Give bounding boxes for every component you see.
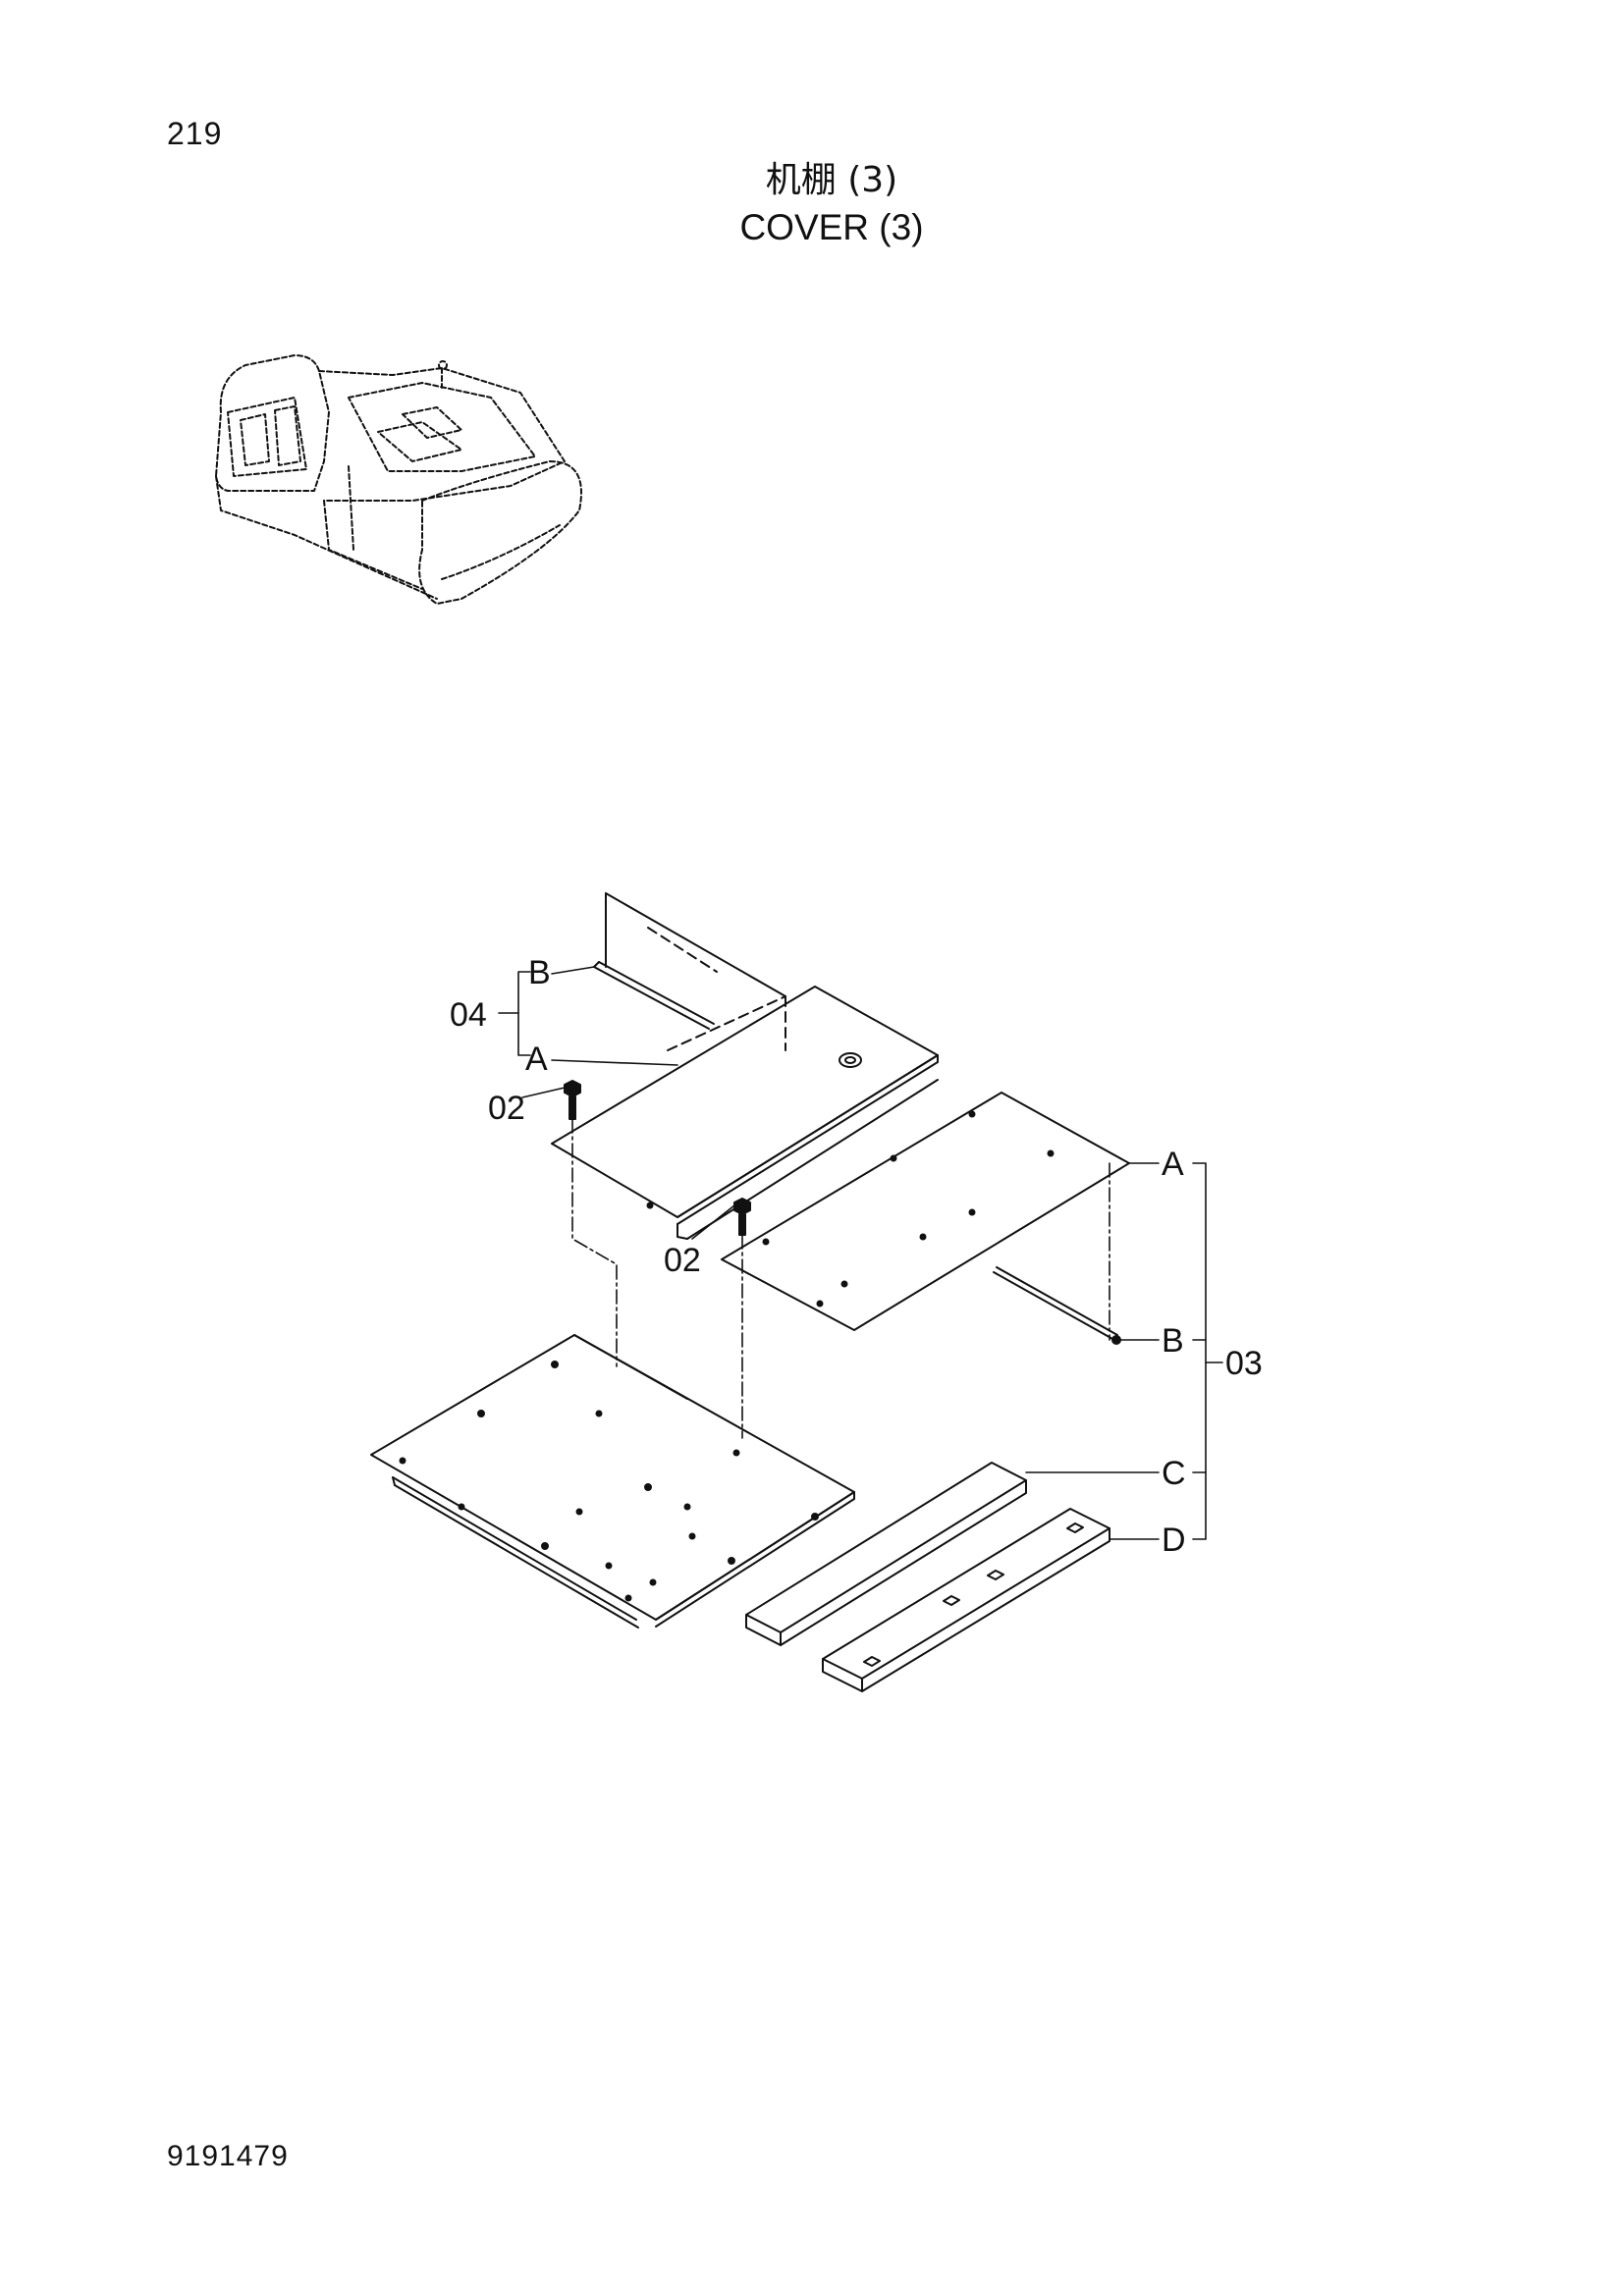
page-title-en: COVER (3) (739, 207, 924, 247)
callout-03-c: C (1162, 1455, 1186, 1492)
leader-lines (498, 966, 1223, 1540)
strip-03-c (745, 1462, 1027, 1646)
callout-03-b: B (1162, 1322, 1184, 1360)
callout-02-left: 02 (488, 1090, 525, 1127)
strip-03-b (993, 1266, 1121, 1345)
panel-03-a (721, 1092, 1130, 1331)
bolt-02-left (564, 1080, 581, 1120)
callout-04-b: B (528, 954, 551, 991)
document-number: 9191479 (167, 2140, 289, 2172)
excavator-thumbnail (215, 354, 582, 605)
rear-upright-panel (605, 892, 786, 1051)
callout-04-a: A (525, 1041, 548, 1078)
callout-03-d: D (1162, 1522, 1186, 1559)
callout-labels: 04 B A 02 02 A B 03 C D (450, 954, 1263, 1559)
strip-04-b (593, 961, 715, 1030)
strip-03-d (822, 1508, 1110, 1692)
bolt-02-right (733, 1198, 751, 1236)
callout-04: 04 (450, 996, 487, 1034)
assembly-lines (571, 1118, 1110, 1439)
page-title-cn: 机棚 (3) (765, 160, 898, 200)
title-block: 机棚 (3) COVER (3) (20, 157, 1624, 251)
base-panel (370, 1334, 855, 1629)
panel-04-a (551, 986, 939, 1240)
page-number: 219 (167, 116, 223, 151)
callout-03-a: A (1162, 1146, 1184, 1183)
callout-02-right: 02 (664, 1242, 701, 1279)
callout-03: 03 (1225, 1345, 1263, 1382)
